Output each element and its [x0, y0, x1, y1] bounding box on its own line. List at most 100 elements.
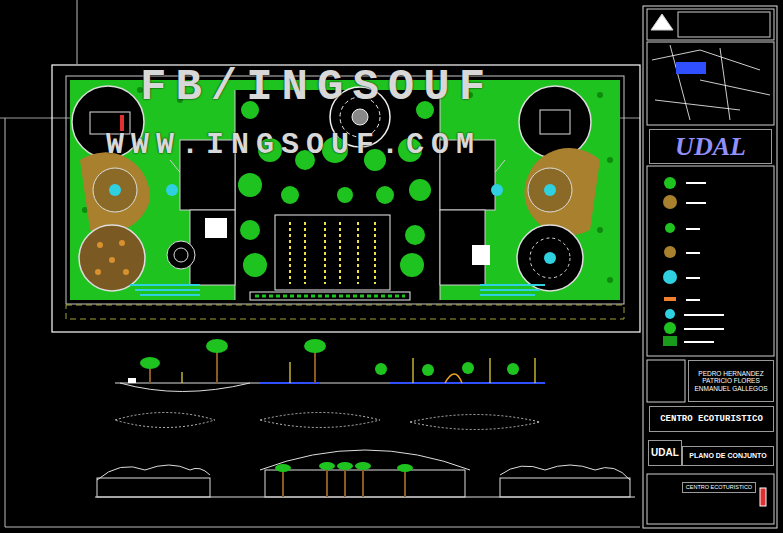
title-block-part: [676, 62, 706, 74]
parking-lot-part-part: [339, 222, 341, 284]
central-zone-part: [205, 218, 227, 238]
cross-section-part-part: [289, 362, 290, 383]
watermark: FB/INGSOUF: [140, 62, 494, 112]
elevation-part: [260, 450, 470, 470]
elevation-part-part: [344, 468, 346, 497]
elevation-part-part: [362, 468, 364, 497]
tree-circles-part: [409, 179, 431, 201]
title-block-part: [647, 9, 774, 40]
title-block-part: [760, 488, 766, 506]
title-block-part: [647, 360, 685, 402]
cross-section: [115, 339, 545, 392]
legend-symbols-part: [664, 246, 676, 258]
parking-lot-part-part: [357, 222, 359, 284]
tree-circles-part: [240, 220, 260, 240]
legend-symbols-part-part: [684, 314, 724, 316]
green-areas-part-part: [607, 157, 613, 163]
cross-section-part: [182, 358, 535, 383]
right-features-part: [544, 252, 556, 264]
title-block-part: [651, 14, 673, 30]
right-features-part: [544, 184, 556, 196]
parking-lot-part: [275, 215, 390, 290]
title-text: UDAL: [651, 447, 679, 459]
elevation-part-part: [397, 464, 413, 472]
sheet-title-box: PLANO DE CONJUNTO: [682, 446, 774, 466]
right-features-part: [528, 168, 572, 212]
cross-section-part: [140, 339, 519, 376]
left-features-part-part: [123, 269, 129, 275]
cross-section-part-part: [375, 363, 387, 375]
elevation-part-part: [275, 464, 291, 472]
project-name-box: CENTRO ECOTURISTICO: [682, 482, 756, 493]
parking-lot: [250, 215, 410, 300]
title-text: CENTRO ECOTURISTICO: [686, 484, 752, 490]
cross-section-part: [150, 348, 315, 383]
elevation-part: [500, 478, 630, 497]
elevation-part: [265, 470, 465, 497]
cross-section-part-part: [206, 339, 228, 353]
right-features-part: [524, 148, 600, 235]
elevation-part-part: [326, 468, 328, 497]
authors-box: PEDRO HERNANDEZPATRICIO FLORESENMANUEL G…: [688, 360, 774, 402]
legend-symbols-part: [684, 182, 724, 343]
green-areas-part-part: [607, 277, 613, 283]
green-areas-part: [70, 80, 235, 300]
elevation-part: [97, 478, 210, 497]
cross-section-part: [445, 374, 462, 383]
sheet-lines-part: [643, 6, 777, 528]
legend-symbols-part: [665, 223, 675, 233]
left-features-part: [166, 184, 178, 196]
cross-section-part-part: [422, 364, 434, 376]
cross-section-part-part: [304, 339, 326, 353]
watermark: WWW.INGSOUF.COM: [106, 128, 481, 162]
sheet-lines-part: [5, 118, 6, 527]
brand-box: UDAL: [649, 129, 772, 164]
title-block-part: [647, 474, 774, 524]
right-features-part: [491, 184, 503, 196]
title-text: ENMANUEL GALLEGOS: [694, 385, 767, 392]
cross-section-part-part: [314, 350, 316, 383]
tree-circles-part: [243, 253, 267, 277]
left-features-part: [130, 285, 200, 295]
elevation-part-part: [337, 462, 353, 470]
cross-section-part-part: [181, 372, 182, 383]
tree-circles-part: [281, 186, 299, 204]
title-block-part: [678, 12, 770, 37]
left-features-part: [174, 248, 188, 262]
right-features-part: [517, 225, 583, 291]
legend-symbols-part: [664, 322, 676, 334]
plan-frame-part: [66, 305, 624, 319]
legend-symbols-part-part: [684, 341, 714, 343]
legend-symbols-part-part: [686, 299, 700, 301]
right-features: [480, 86, 600, 295]
title-block-part: [652, 45, 770, 120]
left-features-part-part: [95, 269, 101, 275]
tree-circles-part: [238, 173, 262, 197]
left-features-part: [93, 168, 137, 212]
parking-lot-part: [255, 295, 405, 298]
legend-symbols-part-part: [686, 252, 700, 254]
legend-symbols-part: [665, 309, 675, 319]
tree-circles-part: [337, 187, 353, 203]
right-features-part: [519, 86, 591, 158]
parking-lot-part: [250, 292, 410, 300]
profile-lines: [115, 413, 540, 430]
legend-symbols-part: [664, 297, 676, 301]
green-areas: [70, 80, 620, 300]
cross-section-part-part: [507, 363, 519, 375]
cross-section-part: [115, 383, 545, 384]
left-features-part-part: [97, 242, 103, 248]
elevation-part: [283, 468, 405, 497]
elevation-part-part: [355, 462, 371, 470]
profile-lines-part: [410, 415, 540, 430]
title-text: PLANO DE CONJUNTO: [689, 452, 766, 460]
parking-lot-part: [290, 222, 375, 284]
title-text: CENTRO ECOTURISTICO: [660, 414, 763, 424]
title-text: UDAL: [675, 132, 746, 162]
left-features-part: [80, 152, 150, 233]
cross-section-part: [120, 383, 250, 392]
cross-section-part-part: [462, 362, 474, 374]
legend-symbols-part: [664, 177, 676, 189]
elevation-part: [275, 462, 413, 472]
